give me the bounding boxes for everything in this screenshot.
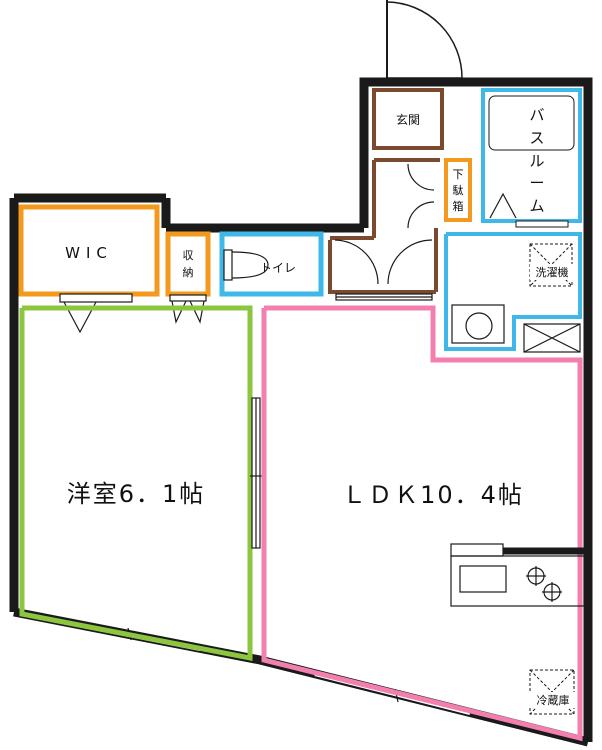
western-room: [19, 305, 253, 662]
exterior-walls: [9, 77, 593, 747]
shoe-box-label-1: 下: [453, 168, 464, 181]
storage-room: [165, 231, 211, 297]
ldk-room: [261, 305, 583, 742]
fridge-label-bg: [529, 692, 577, 708]
fridge-label: 冷蔵庫: [537, 693, 570, 707]
bathroom-label-2: ス: [529, 129, 544, 147]
bathroom-label-5: ム: [529, 197, 544, 215]
ldk-label: ＬＤＫ10．4帖: [342, 481, 524, 509]
western-room-label: 洋室6．1帖: [67, 480, 206, 508]
bath-door-sill: [515, 220, 569, 228]
entrance-door: [386, 0, 463, 79]
bathroom-label-4: ー: [529, 174, 544, 192]
wic-label: WIC: [65, 244, 113, 262]
wic-door: [59, 293, 133, 334]
washbasin-icon: [451, 304, 505, 344]
entrance-room: [372, 88, 444, 150]
washer-label: 洗濯機: [536, 265, 569, 279]
hallway-doors: [334, 163, 435, 301]
storage-label-1: 収: [183, 249, 194, 262]
washer-label-bg: [530, 264, 574, 280]
bathroom-label-1: バ: [529, 106, 544, 124]
bathroom-label-3: ル: [529, 152, 544, 170]
toilet-room: [219, 231, 324, 297]
shoe-box: [444, 158, 472, 222]
shoe-box-label-2: 駄: [453, 183, 464, 197]
entrance-label: 玄関: [396, 112, 420, 127]
storage-cabinet-icon: [523, 323, 581, 353]
hallway: [328, 158, 440, 294]
sliding-door: [250, 397, 262, 549]
toilet-icon: [223, 249, 269, 281]
washroom-room: [444, 232, 582, 351]
bathtub-icon: [488, 95, 575, 151]
bath-door-icon: [489, 192, 517, 219]
toilet-label: トイレ: [260, 261, 296, 275]
storage-label-2: 納: [183, 266, 194, 279]
stove-icon: [526, 566, 562, 602]
shoe-box-label-3: 箱: [453, 199, 464, 213]
